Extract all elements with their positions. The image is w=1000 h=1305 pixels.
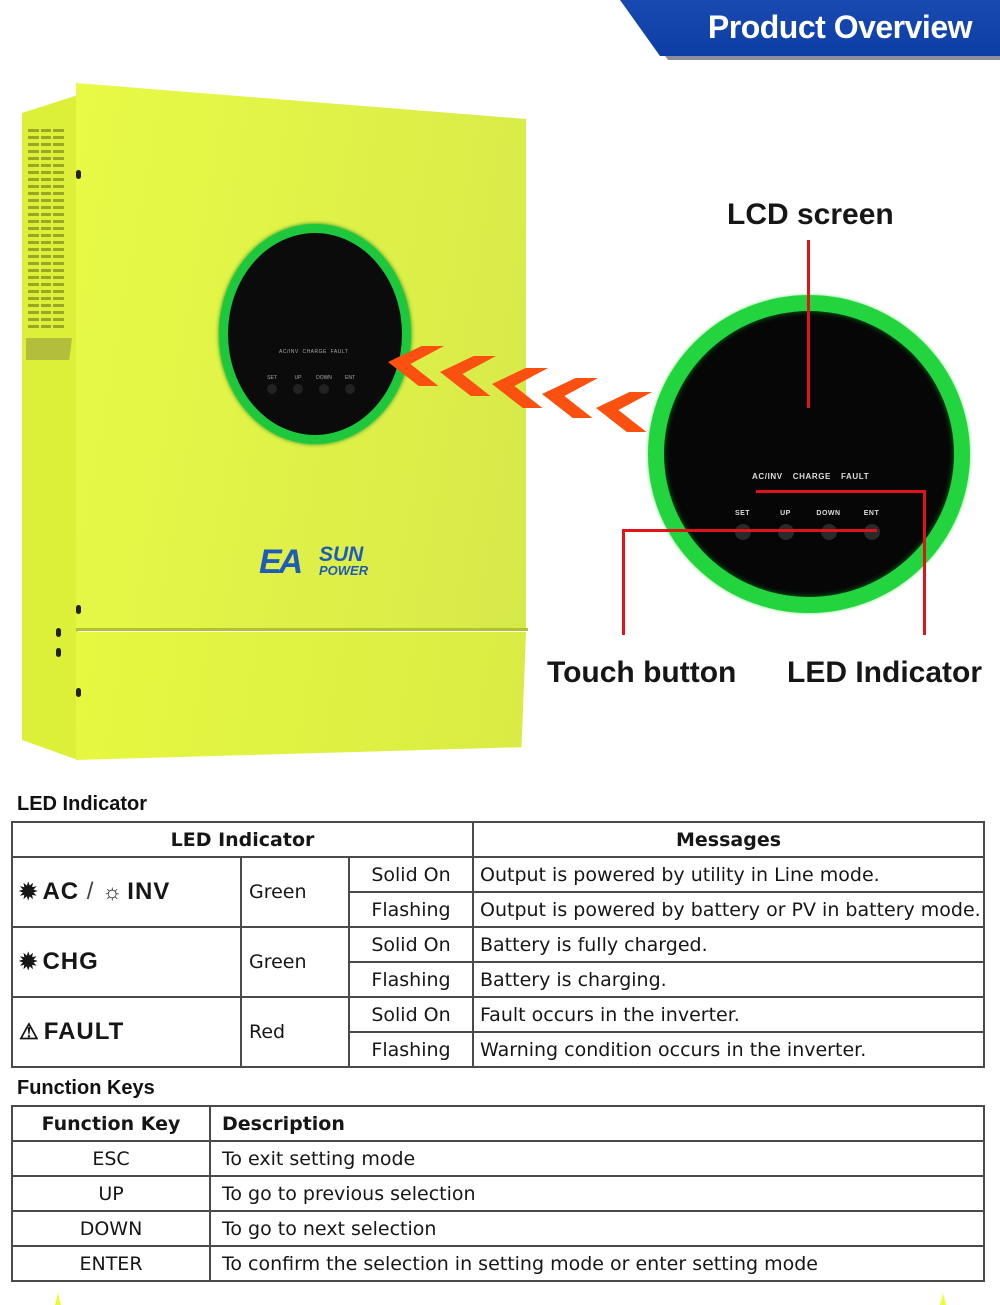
- small-led-labels: AC/INV CHARGE FAULT: [279, 349, 349, 355]
- touch-callout-line-h: [622, 529, 877, 532]
- function-keys-table: Function Key Description ESC To exit set…: [11, 1105, 985, 1282]
- header-banner: Product Overview: [620, 0, 1000, 60]
- small-display-ring: [219, 224, 411, 444]
- led-message: Battery is fully charged.: [472, 926, 985, 963]
- small-key-up: UP: [292, 375, 304, 394]
- table-row: ⚠FAULT Red Solid On Fault occurs in the …: [11, 996, 985, 1068]
- table-row: ENTER To confirm the selection in settin…: [11, 1245, 985, 1282]
- screw: [56, 628, 61, 637]
- led-callout-line-v: [923, 490, 926, 635]
- table-header-row: Function Key Description: [11, 1105, 985, 1142]
- callout-touch-button: Touch button: [547, 656, 737, 689]
- led-message: Output is powered by battery or PV in ba…: [472, 891, 985, 928]
- function-key: DOWN: [11, 1210, 211, 1247]
- table-row: ESC To exit setting mode: [11, 1140, 985, 1177]
- panel-seam: [76, 628, 528, 631]
- led-state: Solid On: [348, 856, 474, 893]
- half-sun-icon: ☼: [102, 879, 124, 904]
- callout-led-indicator: LED Indicator: [787, 656, 983, 689]
- touch-key-up: UP: [773, 510, 798, 540]
- table-row: ✹CHG Green Solid On Battery is fully cha…: [11, 926, 985, 998]
- table-row: Flashing Output is powered by battery or…: [12, 891, 985, 928]
- led-label-acinv: AC/INV: [752, 472, 783, 481]
- table-row: Flashing Warning condition occurs in the…: [12, 1031, 985, 1068]
- table-row: DOWN To go to next selection: [11, 1210, 985, 1247]
- function-key: ESC: [11, 1140, 211, 1177]
- small-key-ent: ENT: [344, 375, 356, 394]
- led-callout-line-h: [756, 490, 926, 493]
- touch-keys: SET UP DOWN ENT: [730, 510, 884, 540]
- chevron-left-icon: [542, 378, 598, 418]
- touch-callout-line-v: [622, 529, 625, 635]
- warning-icon: ⚠: [19, 1019, 40, 1044]
- led-state: Flashing: [348, 961, 474, 998]
- led-color: Green: [240, 856, 350, 928]
- function-keys-title: Function Keys: [17, 1077, 155, 1099]
- function-key: ENTER: [11, 1245, 211, 1282]
- touch-key-ent: ENT: [859, 510, 884, 540]
- led-indicator-table: LED Indicator Messages ✹AC / ☼INV Green …: [11, 821, 985, 1068]
- small-key-down: DOWN: [316, 375, 332, 394]
- touch-key-set: SET: [730, 510, 755, 540]
- screw: [76, 688, 81, 697]
- screw: [76, 605, 81, 614]
- led-message: Output is powered by utility in Line mod…: [472, 856, 985, 893]
- function-description: To go to next selection: [209, 1210, 985, 1247]
- vent-grille: [28, 125, 64, 330]
- header-description: Description: [209, 1105, 985, 1142]
- sun-icon: ✹: [19, 879, 39, 904]
- led-state: Solid On: [348, 996, 474, 1033]
- led-name-acinv: ✹AC / ☼INV: [11, 856, 242, 928]
- led-message: Fault occurs in the inverter.: [472, 996, 985, 1033]
- header-function-key: Function Key: [11, 1105, 211, 1142]
- table-row: UP To go to previous selection: [11, 1175, 985, 1212]
- led-color: Red: [240, 996, 350, 1068]
- function-description: To go to previous selection: [209, 1175, 985, 1212]
- led-state: Solid On: [348, 926, 474, 963]
- decorative-sparkle: [55, 1293, 61, 1305]
- function-key: UP: [11, 1175, 211, 1212]
- table-header-row: LED Indicator Messages: [11, 821, 985, 858]
- led-name-fault: ⚠FAULT: [11, 996, 242, 1068]
- callout-lcd-screen: LCD screen: [727, 198, 894, 231]
- led-section-title: LED Indicator: [17, 793, 148, 815]
- header-messages: Messages: [472, 821, 985, 858]
- function-description: To confirm the selection in setting mode…: [209, 1245, 985, 1282]
- led-color: Green: [240, 926, 350, 998]
- small-touch-keys: SET UP DOWN ENT: [266, 375, 356, 394]
- led-message: Battery is charging.: [472, 961, 985, 998]
- header-led-indicator: LED Indicator: [11, 821, 474, 858]
- screw: [76, 170, 81, 179]
- led-state: Flashing: [348, 891, 474, 928]
- inverter-bottom-cover: [76, 632, 526, 760]
- screw: [56, 648, 61, 657]
- side-mount-tab: [26, 338, 72, 360]
- led-indicator-labels: AC/INV CHARGE FAULT: [752, 472, 869, 481]
- table-row: ✹AC / ☼INV Green Solid On Output is powe…: [11, 856, 985, 928]
- led-label-fault: FAULT: [841, 472, 870, 481]
- lcd-callout-line: [807, 240, 810, 408]
- easun-power-logo: EA SUN POWER: [259, 543, 369, 581]
- page-title: Product Overview: [707, 9, 973, 45]
- decorative-sparkle: [940, 1293, 946, 1305]
- led-label-charge: CHARGE: [792, 472, 831, 481]
- function-description: To exit setting mode: [209, 1140, 985, 1177]
- sun-icon: ✹: [19, 949, 39, 974]
- led-state: Flashing: [348, 1031, 474, 1068]
- small-key-set: SET: [266, 375, 278, 394]
- banner-background: [620, 0, 1000, 56]
- led-name-chg: ✹CHG: [11, 926, 242, 998]
- led-message: Warning condition occurs in the inverter…: [472, 1031, 985, 1068]
- touch-key-down: DOWN: [816, 510, 841, 540]
- chevron-left-icon: [596, 392, 652, 432]
- table-row: Flashing Battery is charging.: [12, 961, 985, 998]
